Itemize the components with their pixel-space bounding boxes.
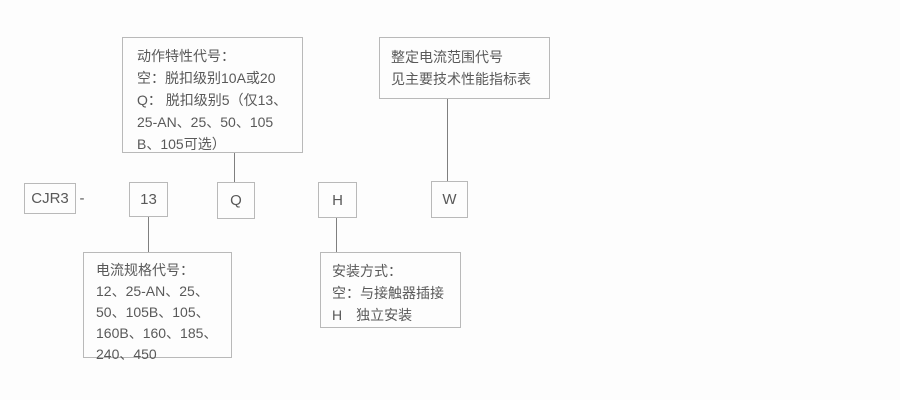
callout-text-line: 安装方式： — [332, 263, 402, 279]
code-box-current-spec: 13 — [129, 182, 168, 217]
connector-h-to-mounting — [336, 218, 337, 252]
callout-action-characteristic: 动作特性代号： 空：脱扣级别10A或20 Q： 脱扣级别5（仅13、 25-AN… — [122, 37, 303, 153]
callout-text-line: 电流规格代号： — [96, 262, 194, 278]
code-box-setting-current-range: W — [431, 181, 468, 218]
callout-text-line: 160B、160、185、 — [96, 325, 218, 341]
callout-text-line: 整定电流范围代号 — [391, 49, 503, 65]
callout-text-line: H 独立安装 — [332, 307, 413, 323]
callout-setting-current-range: 整定电流范围代号 见主要技术性能指标表 — [379, 37, 550, 99]
code-label: Q — [230, 192, 242, 209]
callout-text-line: B、105可选） — [137, 136, 226, 152]
callout-text-line: 50、105B、105、 — [96, 304, 210, 320]
code-label: 13 — [140, 191, 157, 208]
code-label: W — [442, 191, 457, 208]
callout-text-line: 12、25-AN、25、 — [96, 283, 209, 299]
connector-action-to-q — [234, 153, 235, 182]
callout-text-line: 240、450 — [96, 346, 157, 362]
code-box-action-characteristic: Q — [217, 182, 255, 219]
callout-text-line: 空：脱扣级别10A或20 — [137, 70, 276, 86]
model-prefix-box: CJR3 — [24, 183, 76, 214]
callout-mounting-mode: 安装方式： 空：与接触器插接 H 独立安装 — [320, 252, 461, 328]
connector-13-to-current-spec — [148, 217, 149, 252]
code-label: H — [332, 191, 343, 209]
callout-text-line: Q： 脱扣级别5（仅13、 — [137, 92, 288, 108]
connector-range-to-w — [447, 99, 448, 181]
callout-text-line: 动作特性代号： — [137, 48, 235, 64]
separator-dash: - — [79, 190, 85, 207]
callout-current-spec: 电流规格代号： 12、25-AN、25、 50、105B、105、 160B、1… — [83, 252, 232, 362]
callout-text-line: 25-AN、25、50、105 — [137, 114, 274, 130]
callout-text-line: 空：与接触器插接 — [332, 285, 444, 301]
code-box-mounting-mode: H — [318, 182, 357, 218]
callout-text-line: 见主要技术性能指标表 — [391, 71, 531, 87]
model-prefix-label: CJR3 — [31, 190, 69, 207]
